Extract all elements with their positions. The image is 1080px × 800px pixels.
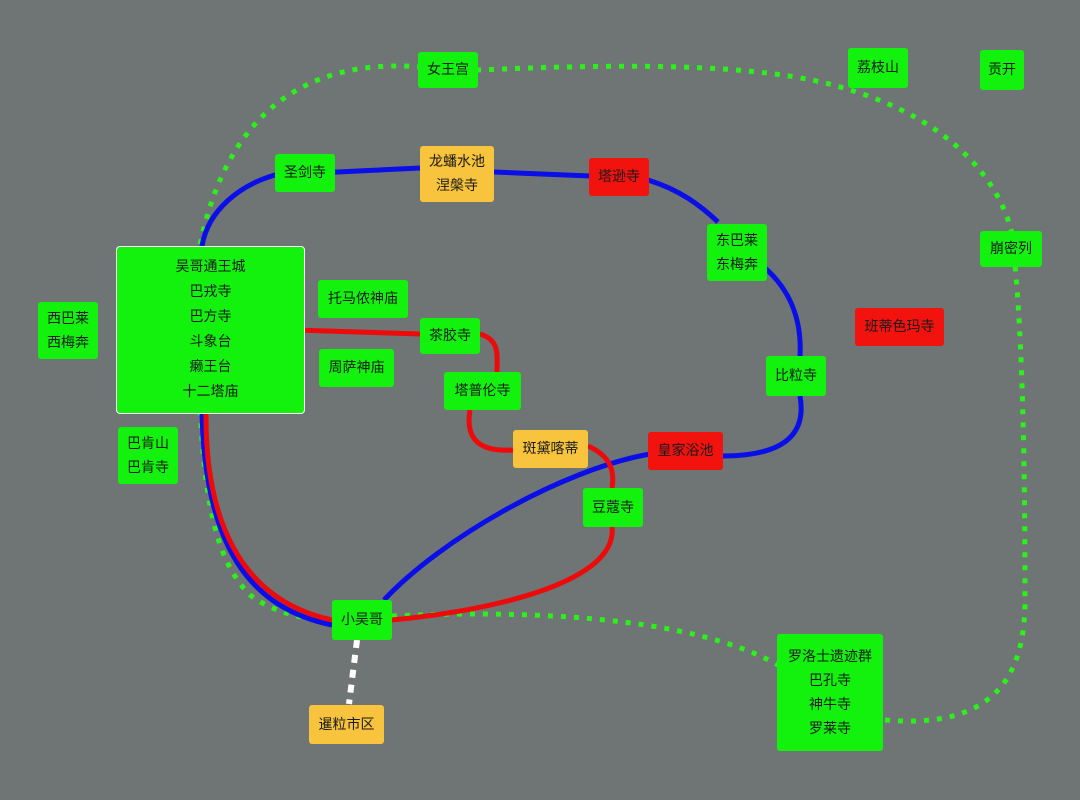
- node-label: 女王宫: [427, 62, 469, 78]
- node-label: 神牛寺: [809, 696, 851, 713]
- node-label: 西巴莱: [47, 310, 89, 327]
- node-label: 塔普伦寺: [454, 383, 511, 399]
- route-green-dotted-outer: [197, 63, 1028, 724]
- node-label: 十二塔庙: [182, 384, 239, 400]
- node-chajiaosi[interactable]: 茶胶寺: [420, 318, 480, 354]
- node-label: 巴孔寺: [809, 672, 851, 689]
- node-label: 西梅奔: [47, 334, 89, 351]
- node-label: 罗洛士遗迹群: [788, 648, 872, 665]
- node-label: 癞王台: [189, 359, 232, 375]
- node-bandiseima[interactable]: 班蒂色玛寺: [855, 308, 944, 346]
- node-label: 周萨神庙: [328, 360, 385, 376]
- node-label: 比粒寺: [775, 368, 817, 384]
- node-shengjiansi[interactable]: 圣剑寺: [275, 154, 335, 192]
- node-zhousa[interactable]: 周萨神庙: [319, 349, 394, 387]
- node-label: 涅槃寺: [436, 178, 478, 194]
- node-nvwanggong[interactable]: 女王宫: [418, 52, 478, 88]
- node-wugetong[interactable]: 吴哥通王城 巴戎寺 巴方寺 斗象台 癞王台 十二塔庙: [116, 246, 305, 414]
- node-label: 塔逊寺: [598, 169, 640, 185]
- node-bandai[interactable]: 斑黛喀蒂: [513, 430, 588, 468]
- node-label: 吴哥通王城: [175, 259, 246, 275]
- node-label: 巴戎寺: [189, 284, 232, 300]
- node-label: 贡开: [988, 62, 1016, 78]
- node-label: 东巴莱: [716, 232, 758, 249]
- node-label: 崩密列: [990, 241, 1032, 257]
- node-doukousi[interactable]: 豆蔻寺: [583, 488, 643, 527]
- node-xibalai[interactable]: 西巴莱 西梅奔: [38, 302, 98, 359]
- node-label: 皇家浴池: [657, 443, 714, 459]
- node-label: 托马侬神庙: [328, 291, 398, 307]
- node-label: 东梅奔: [716, 256, 758, 273]
- route-red-loop: [203, 327, 616, 623]
- route-white-dotted: [346, 639, 360, 705]
- node-label: 龙蟠水池: [429, 154, 485, 170]
- node-xianli[interactable]: 暹粒市区: [309, 705, 384, 744]
- node-longpan[interactable]: 龙蟠水池 涅槃寺: [420, 146, 494, 202]
- node-lizhishan[interactable]: 荔枝山: [848, 48, 908, 88]
- node-xiaowuge[interactable]: 小吴哥: [332, 600, 392, 640]
- node-gongkai[interactable]: 贡开: [980, 50, 1024, 90]
- node-label: 巴方寺: [189, 309, 232, 325]
- node-label: 茶胶寺: [429, 328, 471, 344]
- node-label: 圣剑寺: [284, 165, 326, 181]
- route-blue-loop: [199, 165, 804, 628]
- node-bilisi[interactable]: 比粒寺: [766, 356, 826, 396]
- node-dongbalai[interactable]: 东巴莱 东梅奔: [707, 224, 767, 281]
- node-label: 罗莱寺: [809, 720, 851, 737]
- node-label: 暹粒市区: [318, 716, 375, 733]
- node-luoluoshi[interactable]: 罗洛士遗迹群 巴孔寺 神牛寺 罗莱寺: [777, 634, 883, 751]
- node-bakenshan[interactable]: 巴肯山 巴肯寺: [118, 427, 178, 484]
- node-huangjia[interactable]: 皇家浴池: [648, 432, 723, 470]
- node-label: 巴肯山: [127, 435, 169, 452]
- node-tuomayi[interactable]: 托马侬神庙: [318, 280, 408, 318]
- node-label: 班蒂色玛寺: [864, 319, 935, 335]
- node-label: 豆蔻寺: [592, 499, 634, 516]
- node-label: 荔枝山: [857, 60, 899, 76]
- node-label: 小吴哥: [341, 612, 383, 628]
- node-bengmilie[interactable]: 崩密列: [980, 231, 1042, 267]
- node-label: 斗象台: [189, 334, 232, 350]
- node-label: 巴肯寺: [127, 459, 169, 476]
- node-label: 斑黛喀蒂: [522, 441, 579, 457]
- node-taxunsi[interactable]: 塔逊寺: [589, 158, 649, 196]
- node-tapulun[interactable]: 塔普伦寺: [444, 372, 521, 410]
